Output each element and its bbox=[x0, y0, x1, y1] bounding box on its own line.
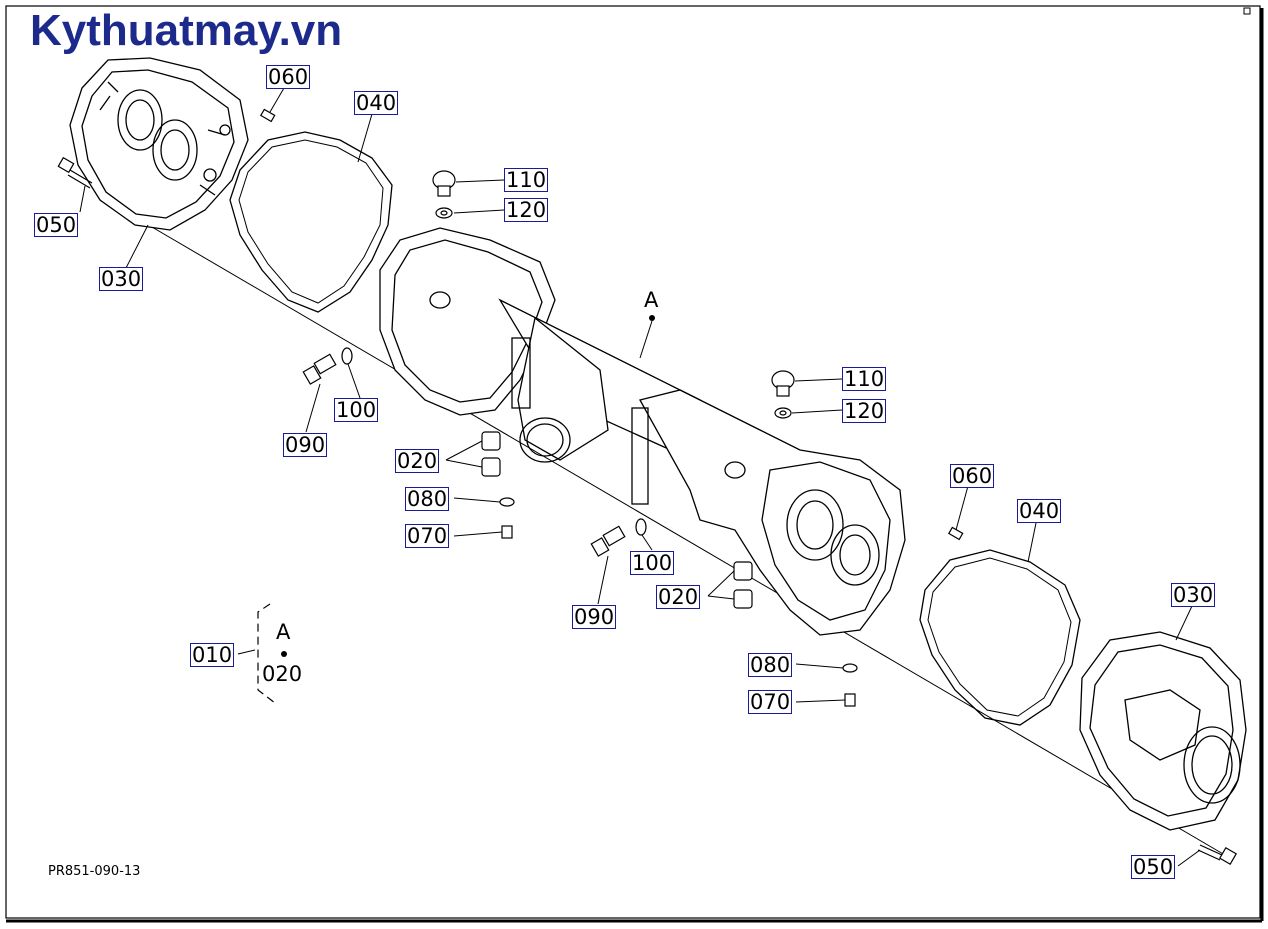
gasket-040-left bbox=[229, 131, 393, 313]
bushing-020-right bbox=[733, 561, 753, 609]
callout-010[interactable]: 010 bbox=[190, 643, 235, 667]
callout-100-right[interactable]: 100 bbox=[630, 551, 675, 575]
callout-020-right[interactable]: 020 bbox=[656, 585, 701, 609]
washer-bolt-left bbox=[499, 497, 515, 539]
pin-060-right bbox=[947, 526, 964, 541]
callout-090-left[interactable]: 090 bbox=[283, 433, 328, 457]
washer-bolt-right bbox=[842, 663, 858, 707]
callout-030-right[interactable]: 030 bbox=[1171, 583, 1216, 607]
drain-plug-110-top bbox=[432, 170, 456, 219]
drawing-code: PR851-090-13 bbox=[48, 864, 141, 879]
callout-120-right[interactable]: 120 bbox=[842, 399, 887, 423]
callout-060-left[interactable]: 060 bbox=[266, 65, 311, 89]
section-a-dot bbox=[649, 315, 655, 321]
axis-line bbox=[139, 219, 1231, 859]
bushing-020-left bbox=[481, 431, 501, 477]
callout-050-left[interactable]: 050 bbox=[34, 213, 79, 237]
callout-020-left[interactable]: 020 bbox=[395, 449, 440, 473]
callout-120-top[interactable]: 120 bbox=[504, 198, 549, 222]
leader-lines bbox=[79, 87, 1201, 867]
callout-070-right[interactable]: 070 bbox=[748, 690, 793, 714]
assembly-note-part: 020 bbox=[262, 662, 303, 686]
callout-080-left[interactable]: 080 bbox=[405, 487, 450, 511]
pin-060-left bbox=[259, 108, 276, 123]
callout-070-left[interactable]: 070 bbox=[405, 524, 450, 548]
drain-plug-110-right bbox=[771, 370, 795, 419]
axle-housing bbox=[379, 227, 906, 636]
bolt-050-left bbox=[57, 156, 93, 189]
callout-110-right[interactable]: 110 bbox=[842, 367, 887, 391]
callout-030-left[interactable]: 030 bbox=[99, 267, 144, 291]
callout-060-right[interactable]: 060 bbox=[950, 464, 995, 488]
breather-090-right bbox=[590, 518, 647, 557]
site-watermark: Kythuatmay.vn bbox=[30, 6, 343, 55]
assembly-bracket bbox=[257, 603, 276, 704]
callout-040-right[interactable]: 040 bbox=[1017, 499, 1062, 523]
section-marker-a: A bbox=[644, 288, 659, 312]
right-cover-housing bbox=[1079, 631, 1247, 831]
breather-090-left bbox=[302, 347, 353, 385]
callout-080-right[interactable]: 080 bbox=[748, 653, 793, 677]
drawing-border bbox=[5, 5, 1261, 919]
callout-090-right[interactable]: 090 bbox=[572, 605, 617, 629]
gasket-040-right bbox=[919, 549, 1081, 726]
assembly-note-marker: A bbox=[276, 620, 291, 644]
callout-110-top[interactable]: 110 bbox=[504, 168, 549, 192]
bolt-050-right bbox=[1197, 844, 1238, 866]
callout-040-left[interactable]: 040 bbox=[354, 91, 399, 115]
callout-100-left[interactable]: 100 bbox=[334, 398, 379, 422]
callout-050-right[interactable]: 050 bbox=[1131, 855, 1176, 879]
left-cover-housing bbox=[69, 57, 249, 231]
